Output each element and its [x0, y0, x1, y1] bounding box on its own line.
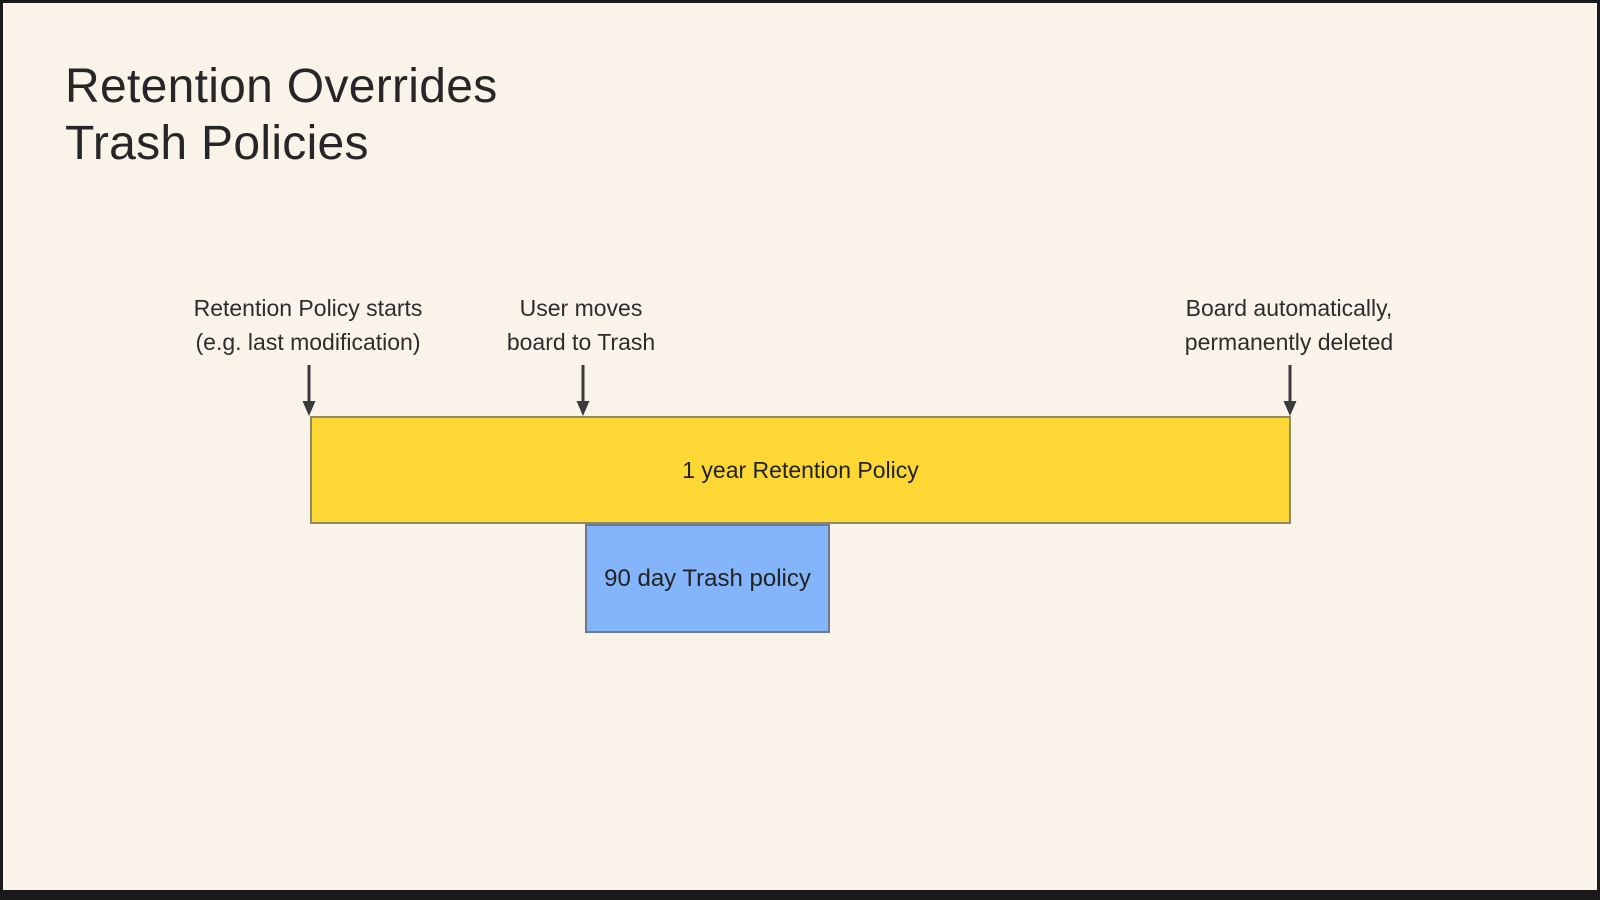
down-arrow-icon-auto-delete: [1283, 365, 1297, 416]
annotation-retention-start: Retention Policy starts (e.g. last modif…: [194, 291, 423, 359]
annotation-retention-start-line1: Retention Policy starts: [193, 295, 423, 321]
page-title: Retention Overrides Trash Policies: [65, 60, 498, 170]
annotation-retention-start-line2: (e.g. last modification): [195, 329, 421, 355]
down-arrow-icon-move-to-trash: [576, 365, 590, 416]
annotation-auto-delete-line2: permanently deleted: [1184, 329, 1394, 355]
annotation-move-to-trash-line1: User moves: [519, 295, 643, 321]
down-arrow-icon-retention-start: [302, 365, 316, 416]
retention-policy-bar: 1 year Retention Policy: [310, 416, 1291, 524]
trash-policy-bar: 90 day Trash policy: [585, 524, 830, 633]
annotation-auto-delete-line1: Board automatically,: [1185, 295, 1393, 321]
annotation-move-to-trash-line2: board to Trash: [506, 329, 656, 355]
trash-policy-bar-label: 90 day Trash policy: [604, 564, 811, 592]
retention-policy-bar-label: 1 year Retention Policy: [682, 456, 919, 483]
annotation-move-to-trash: User moves board to Trash: [507, 291, 655, 359]
annotation-auto-delete: Board automatically, permanently deleted: [1185, 291, 1393, 359]
